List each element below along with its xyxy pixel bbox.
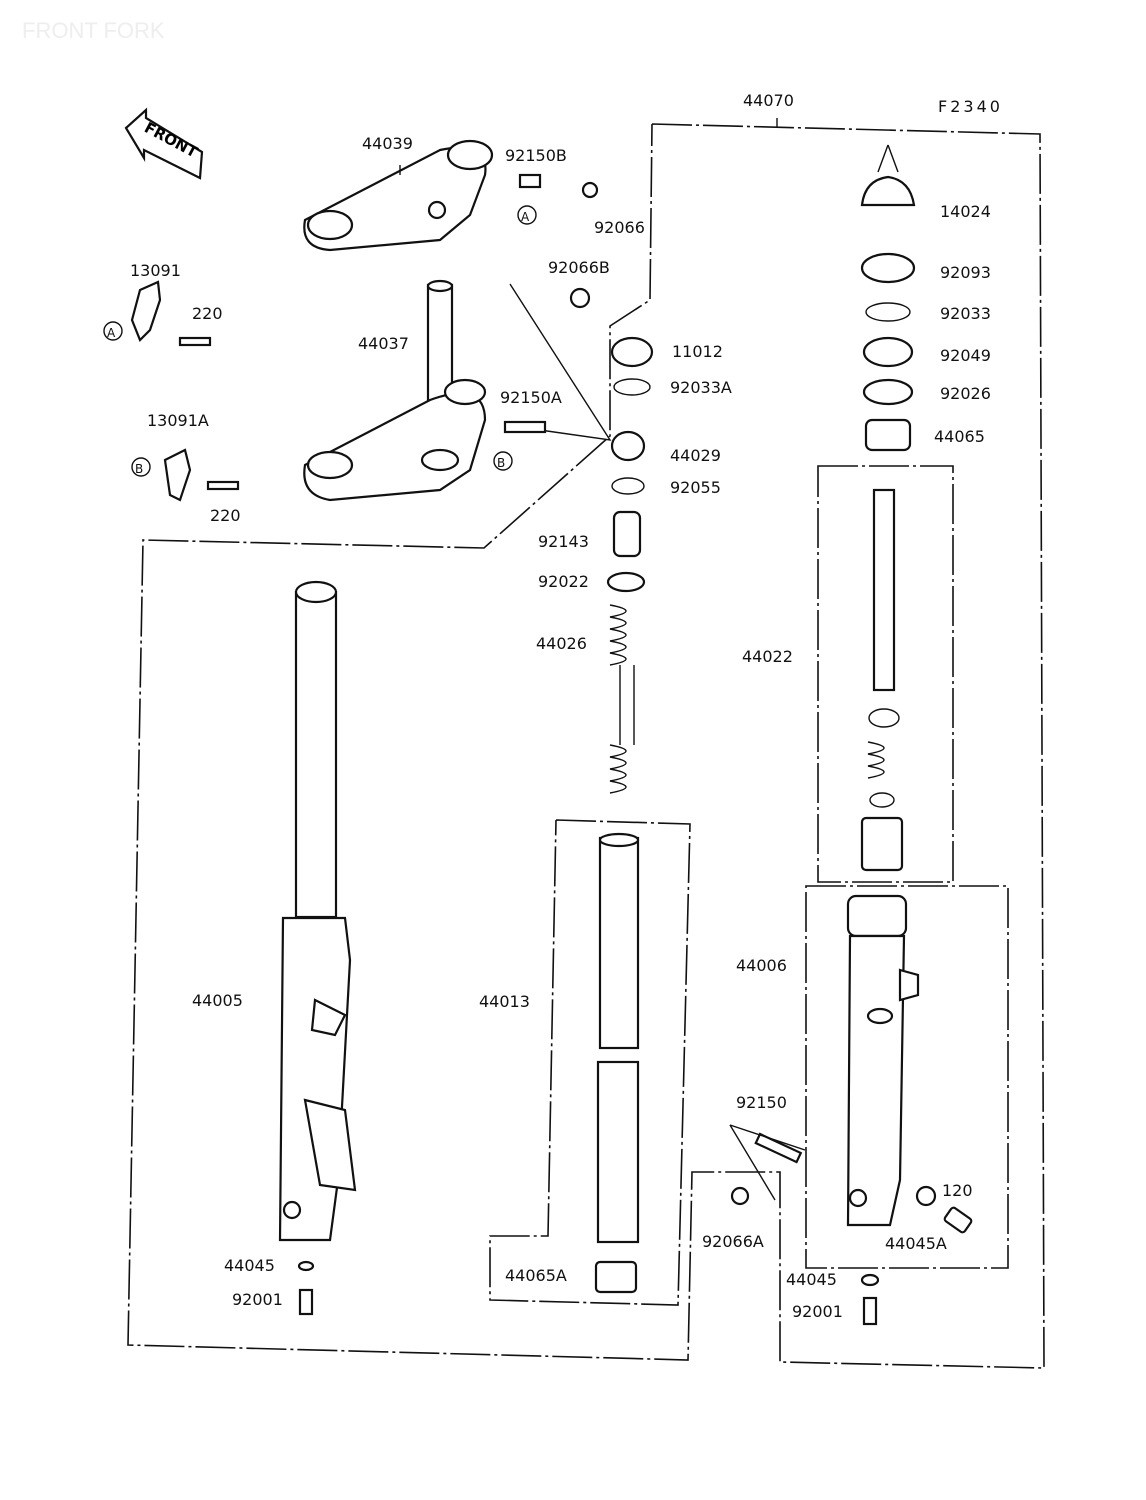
svg-text:B: B — [497, 456, 505, 470]
part-labels: 44070 44039 92150B 92066 13091 220 92066… — [130, 91, 991, 1321]
inner-tube-44013-part — [596, 832, 640, 1244]
part-label: 92150 — [736, 1093, 787, 1112]
cap-11012-part — [610, 336, 654, 368]
svg-text:B: B — [135, 462, 143, 476]
ref-marker-b — [493, 451, 513, 471]
bolt-92001-part — [862, 1296, 878, 1326]
part-label: 44065 — [934, 427, 985, 446]
seal-92093-part — [860, 252, 916, 284]
part-label: 92026 — [940, 384, 991, 403]
oring-92055-part — [611, 477, 645, 495]
part-label: 44045A — [885, 1234, 947, 1253]
part-label: 92049 — [940, 346, 991, 365]
part-label: 92033A — [670, 378, 732, 397]
part-label: 92055 — [670, 478, 721, 497]
part-label: 92143 — [538, 532, 589, 551]
part-label: 92066B — [548, 258, 610, 277]
part-label: 220 — [192, 304, 223, 323]
washer-92022-part — [606, 571, 646, 593]
front-arrow-icon: FRONT — [124, 107, 204, 180]
diagram-code: F2340 — [938, 97, 1003, 116]
assembly-44006-outline — [805, 885, 1009, 1269]
part-label: 92150B — [505, 146, 567, 165]
bolt-220-part — [178, 336, 212, 347]
part-label: 44045 — [224, 1256, 275, 1275]
bolt-92150B-part — [518, 173, 542, 189]
fork-leg-44005-part — [278, 580, 357, 1242]
circlip-92033-part — [865, 302, 911, 322]
part-label: 44026 — [536, 634, 587, 653]
part-label: 120 — [942, 1181, 973, 1200]
washer-44045-part — [860, 1273, 880, 1287]
bolt-92001-part — [298, 1288, 314, 1316]
bolt-120-part — [943, 1206, 973, 1234]
part-label: 44005 — [192, 991, 243, 1010]
part-label: 13091A — [147, 411, 209, 430]
part-label: 92001 — [232, 1290, 283, 1309]
part-label: 44039 — [362, 134, 413, 153]
assembly-44013-outline — [489, 819, 691, 1306]
part-label: 44006 — [736, 956, 787, 975]
part-label: 92066A — [702, 1232, 764, 1251]
assembly-44070-outline — [127, 123, 1045, 1369]
steering-stem-part — [303, 279, 487, 502]
washer-44045-part — [297, 1260, 315, 1272]
spacer-92143-part — [612, 510, 642, 558]
washer-44045A-part — [915, 1185, 937, 1207]
part-label: 44029 — [670, 446, 721, 465]
ref-marker-a — [103, 321, 123, 341]
part-label: 13091 — [130, 261, 181, 280]
svg-text:A: A — [521, 210, 530, 224]
part-label: 44045 — [786, 1270, 837, 1289]
part-label: 220 — [210, 506, 241, 525]
washer-92066-part — [581, 181, 599, 199]
diagram-title: FRONT FORK — [22, 18, 165, 43]
svg-text:A: A — [107, 326, 116, 340]
bushing-44065A-part — [594, 1260, 638, 1294]
damper-rod-44022-part — [860, 488, 904, 872]
circlip-92033A-part — [613, 378, 651, 396]
upper-bracket-part — [303, 139, 494, 252]
ref-marker-a — [517, 205, 537, 225]
part-label: 11012 — [672, 342, 723, 361]
clamp-13091-part — [130, 280, 162, 342]
spring-44026-part — [609, 604, 635, 794]
washer-92026-part — [862, 378, 914, 406]
bolt-92150A-part — [503, 420, 547, 434]
washer-92049-part — [862, 336, 914, 368]
washer-92066A-part — [730, 1186, 750, 1206]
part-label: 44037 — [358, 334, 409, 353]
part-label: 92033 — [940, 304, 991, 323]
fork-leg-44006-part — [846, 894, 920, 1227]
part-label: 92150A — [500, 388, 562, 407]
part-label: 14024 — [940, 202, 991, 221]
part-label: 44065A — [505, 1266, 567, 1285]
plug-44029-part — [610, 430, 646, 462]
part-label: 44070 — [743, 91, 794, 110]
part-label: 92066 — [594, 218, 645, 237]
part-label: 92093 — [940, 263, 991, 282]
part-label: 92001 — [792, 1302, 843, 1321]
bushing-44065-part — [864, 418, 912, 452]
ref-marker-b — [131, 457, 151, 477]
part-label: 44022 — [742, 647, 793, 666]
clamp-13091A-part — [163, 448, 192, 502]
part-label: 92022 — [538, 572, 589, 591]
part-label: 44013 — [479, 992, 530, 1011]
cap-14024-part — [860, 175, 916, 207]
cap-92066B-part — [569, 287, 591, 309]
assembly-44022-outline — [817, 465, 954, 883]
bolt-92150-part — [754, 1132, 803, 1164]
bolt-220-part — [206, 480, 240, 491]
